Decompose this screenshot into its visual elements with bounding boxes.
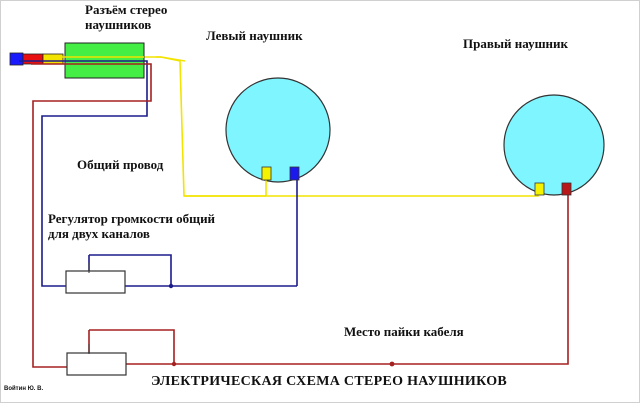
connector-ring-red: [22, 53, 44, 65]
right-earphone-circle: [503, 94, 605, 196]
common-wire-blue: [41, 60, 148, 287]
connector-label: Разъём стерео наушников: [85, 2, 168, 32]
author-signature: Войтин Ю. В.: [4, 386, 44, 392]
solder-point-node: [389, 361, 395, 367]
red-wire: [32, 63, 152, 368]
connector-ring-yellow: [42, 53, 64, 65]
connector-tip-blue: [9, 52, 24, 66]
left-earphone-circle: [225, 77, 331, 183]
yellow-wire: [144, 56, 539, 197]
second-resistor: [66, 352, 127, 376]
junction-node-red-pot: [171, 361, 177, 367]
red-wire-to-right-terminal: [126, 191, 569, 365]
right-earphone-terminal-yellow: [534, 182, 545, 196]
right-earphone-terminal-red: [561, 182, 572, 196]
junction-node-common: [168, 283, 174, 289]
left-earphone-terminal-blue: [289, 166, 300, 181]
solder-point-label: Место пайки кабеля: [344, 324, 464, 339]
left-earphone-label: Левый наушник: [206, 28, 303, 43]
red-wire-pot-loop: [89, 329, 175, 364]
right-earphone-label: Правый наушник: [463, 36, 569, 51]
diagram-title: ЭЛЕКТРИЧЕСКАЯ СХЕМА СТЕРЕО НАУШНИКОВ: [151, 374, 508, 389]
common-wire-label: Общий провод: [77, 157, 164, 172]
common-wire-pot-loop: [89, 254, 172, 286]
volume-control-resistor: [65, 270, 126, 294]
left-earphone-terminal-yellow: [261, 166, 272, 181]
yellow-wire-to-left-terminal: [156, 56, 186, 62]
volume-control-label: Регулятор громкости общий для двух канал…: [48, 211, 216, 241]
